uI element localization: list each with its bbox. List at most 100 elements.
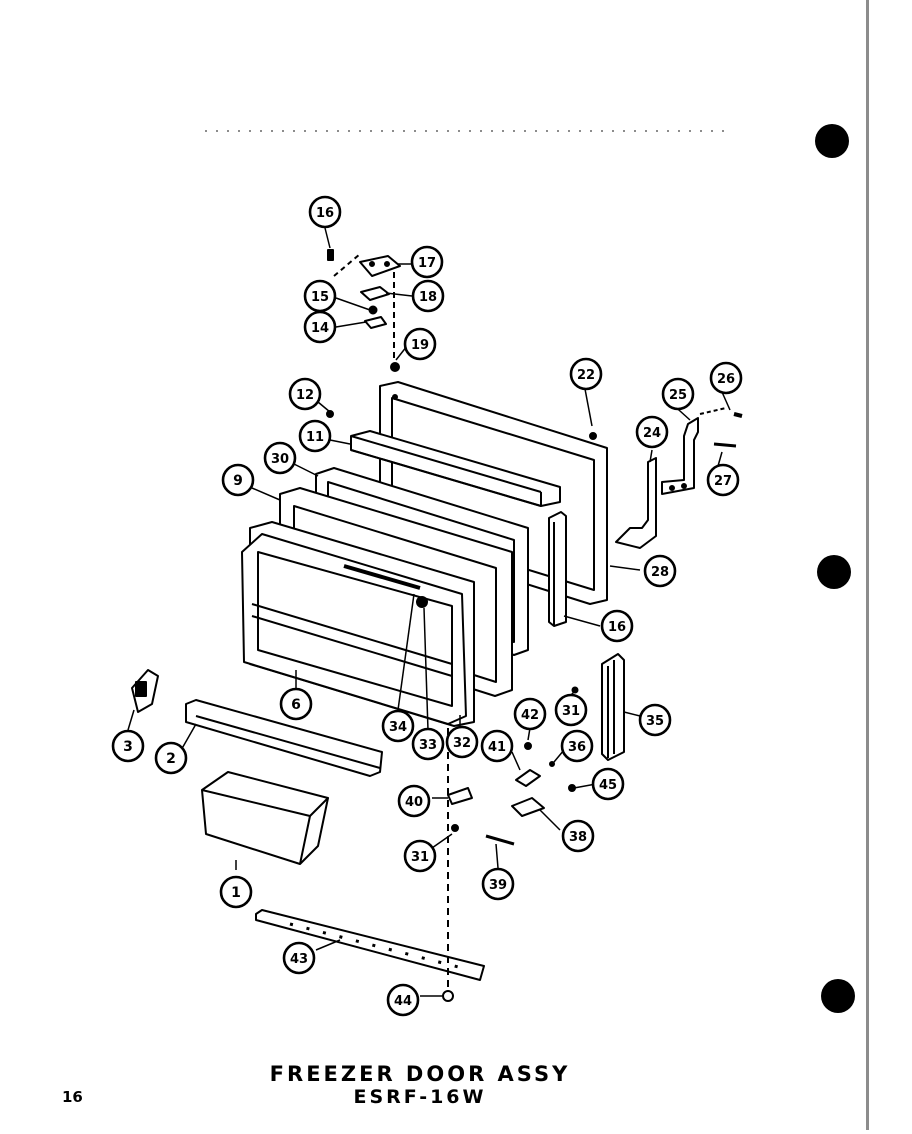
callout-circle — [288, 377, 322, 411]
callout-label: 27 — [714, 474, 732, 489]
callout-label: 33 — [419, 738, 437, 753]
callout-label: 17 — [418, 256, 436, 271]
callout-c28: 28 — [643, 554, 677, 588]
callout-c14: 14 — [303, 310, 337, 344]
callout-c39: 39 — [481, 867, 515, 901]
callout-c33: 33 — [411, 727, 445, 761]
callout-label: 45 — [599, 778, 617, 793]
callout-circle — [513, 697, 547, 731]
callout-label: 2 — [166, 751, 176, 767]
callout-circle — [554, 693, 588, 727]
callout-c38: 38 — [561, 819, 595, 853]
callout-c18: 18 — [411, 279, 445, 313]
callout-label: 22 — [577, 368, 595, 383]
callout-c12: 12 — [288, 377, 322, 411]
callout-c26: 26 — [709, 361, 743, 395]
callout-label: 1 — [231, 885, 241, 901]
callout-c31b: 31 — [403, 839, 437, 873]
handle-trim-35 — [601, 653, 625, 761]
bottom-rail-43 — [255, 909, 485, 981]
model-number: ESRF-16W — [353, 1086, 487, 1108]
top-hinge-assembly — [327, 249, 401, 372]
callout-circle — [600, 609, 634, 643]
callout-c3: 3 — [111, 729, 145, 763]
callout-label: 16 — [316, 206, 334, 221]
callout-circle — [303, 310, 337, 344]
callout-label: 6 — [291, 697, 301, 713]
callout-label: 41 — [488, 740, 506, 755]
callout-label: 14 — [311, 321, 329, 336]
callout-circle — [561, 819, 595, 853]
callout-circle — [411, 727, 445, 761]
callout-c41: 41 — [480, 729, 514, 763]
callout-circle — [591, 767, 625, 801]
callout-label: 11 — [306, 430, 324, 445]
callout-label: 3 — [123, 739, 133, 755]
callout-label: 9 — [233, 473, 243, 489]
callout-circle — [480, 729, 514, 763]
callout-label: 24 — [643, 426, 661, 441]
binding-hole-bottom — [821, 979, 855, 1013]
callout-label: 32 — [453, 736, 471, 751]
scan-marks — [205, 0, 869, 1130]
callout-circle — [635, 415, 669, 449]
breaker-strip — [350, 430, 561, 507]
callout-label: 38 — [569, 830, 587, 845]
callout-label: 42 — [521, 708, 539, 723]
callout-circle — [445, 725, 479, 759]
callout-label: 26 — [717, 372, 735, 387]
callout-circle — [263, 441, 297, 475]
callout-label: 28 — [651, 565, 669, 580]
callout-c16b: 16 — [600, 609, 634, 643]
callout-circle — [569, 357, 603, 391]
callout-c40: 40 — [397, 784, 431, 818]
callout-c24: 24 — [635, 415, 669, 449]
shelf-rail-2 — [185, 699, 383, 777]
callout-label: 40 — [405, 795, 423, 810]
callout-circle — [111, 729, 145, 763]
callout-circle — [403, 839, 437, 873]
door-liner — [241, 533, 467, 725]
callout-circle — [661, 377, 695, 411]
binding-hole-middle — [817, 555, 851, 589]
callout-circle — [219, 875, 253, 909]
parts — [127, 227, 743, 1002]
callout-label: 44 — [394, 994, 412, 1009]
callout-c11: 11 — [298, 419, 332, 453]
callout-c16a: 16 — [308, 195, 342, 229]
page-number: 16 — [62, 1088, 83, 1106]
binding-hole-top — [815, 124, 849, 158]
callout-label: 15 — [311, 290, 329, 305]
callout-c35: 35 — [638, 703, 672, 737]
callout-circle — [638, 703, 672, 737]
callout-c44: 44 — [386, 983, 420, 1017]
callout-circle — [386, 983, 420, 1017]
callout-label: 34 — [389, 720, 407, 735]
callout-circle — [282, 941, 316, 975]
callout-label: 18 — [419, 290, 437, 305]
callout-circle — [643, 554, 677, 588]
callout-bubbles: 1617181514191211309222526242728163263433… — [111, 195, 743, 1017]
callout-circle — [397, 784, 431, 818]
callout-label: 43 — [290, 952, 308, 967]
callout-c19: 19 — [403, 327, 437, 361]
callout-label: 19 — [411, 338, 429, 353]
callout-c43: 43 — [282, 941, 316, 975]
callout-c25: 25 — [661, 377, 695, 411]
callout-circle — [279, 687, 313, 721]
callout-label: 36 — [568, 740, 586, 755]
callout-circle — [381, 709, 415, 743]
callout-circle — [403, 327, 437, 361]
callout-c32: 32 — [445, 725, 479, 759]
callout-c36: 36 — [560, 729, 594, 763]
callout-c17: 17 — [410, 245, 444, 279]
callout-label: 12 — [296, 388, 314, 403]
callout-c9: 9 — [221, 463, 255, 497]
callout-c31a: 31 — [554, 693, 588, 727]
callout-circle — [154, 741, 188, 775]
small-hardware — [326, 410, 579, 1002]
callout-label: 35 — [646, 714, 664, 729]
callout-circle — [308, 195, 342, 229]
diagram-title: FREEZER DOOR ASSY — [269, 1062, 571, 1086]
